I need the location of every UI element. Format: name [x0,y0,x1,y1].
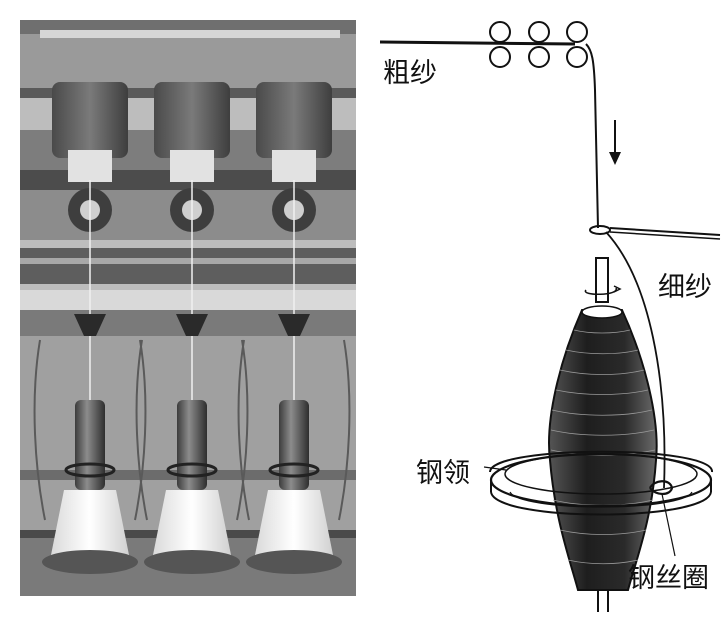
label-traveler: 钢丝圈 [628,563,709,594]
leader-traveler [661,493,676,557]
ring-spinning-schematic [379,21,721,612]
yarn-path [585,43,599,229]
leader-ring [483,466,507,471]
balloon-yarn [605,231,666,489]
label-spun-yarn: 细纱 [658,272,712,303]
label-roving: 粗纱 [383,58,437,89]
spindle-position-3 [237,82,351,574]
traveler [649,480,674,496]
drafting-rollers [489,21,588,68]
label-ring: 钢领 [416,458,470,489]
spinning-ring [489,450,714,516]
yarn-guide [589,225,721,240]
spindle-shaft [597,590,609,612]
roving-strand [379,40,576,46]
arrow-down-icon [609,120,621,165]
spindle-position-2 [135,82,249,574]
bobbin-cop [548,309,658,591]
spinning-frame-photo [20,20,356,596]
spindle-position-1 [33,82,147,574]
spindle-top [584,257,622,303]
